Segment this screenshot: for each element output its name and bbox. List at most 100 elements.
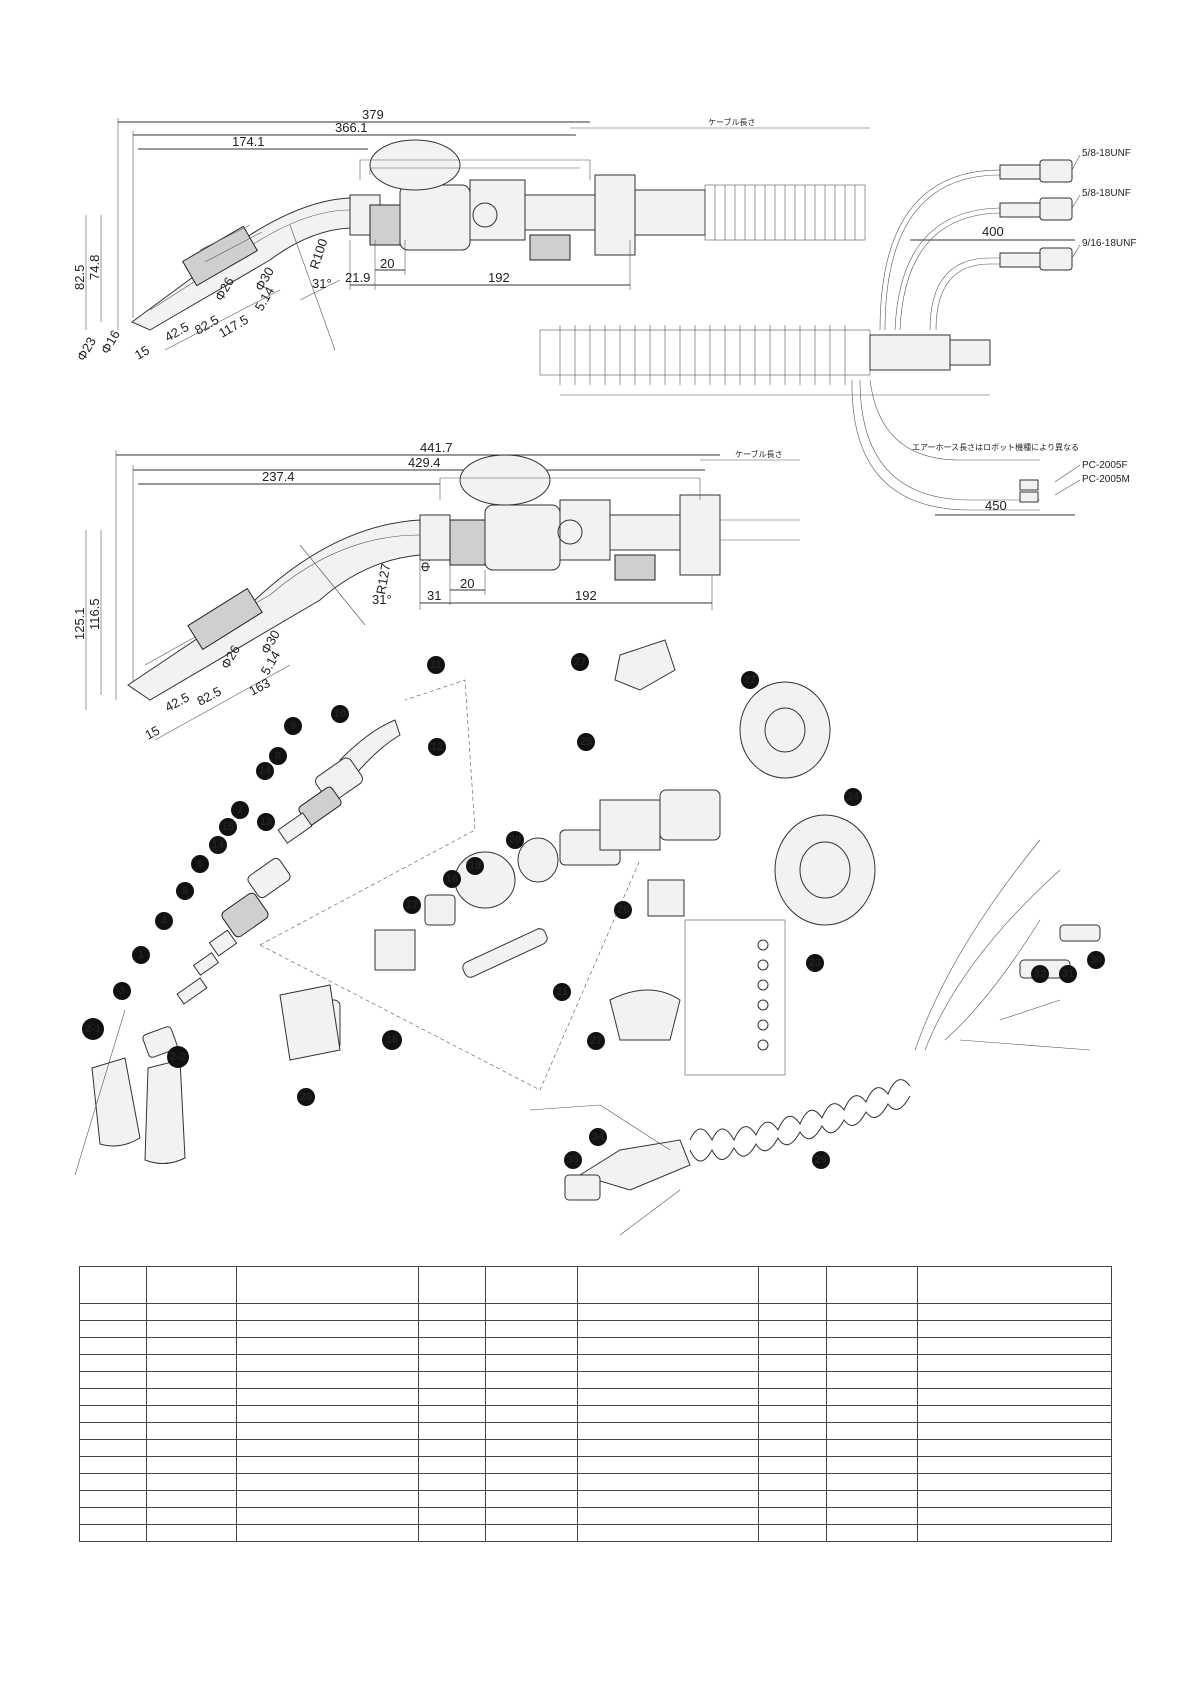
table-header-row — [79, 1266, 1112, 1304]
svg-text:10: 10 — [334, 708, 346, 720]
table-cell — [418, 1337, 486, 1355]
table-cell — [418, 1405, 486, 1423]
dim-height-b2: 116.5 — [87, 598, 102, 630]
table-cell — [917, 1405, 1112, 1423]
table-cell — [758, 1439, 827, 1457]
parts-table — [79, 1266, 1112, 1542]
connector-3: 9/16-18UNF — [1082, 238, 1136, 249]
table-cell — [79, 1422, 147, 1440]
table-cell — [146, 1422, 237, 1440]
table-cell — [917, 1266, 1112, 1304]
table-cell — [758, 1456, 827, 1474]
table-cell — [79, 1337, 147, 1355]
table-cell — [917, 1303, 1112, 1321]
table-cell — [485, 1490, 578, 1508]
table-cell — [146, 1354, 237, 1372]
table-cell — [79, 1266, 147, 1304]
dim-body: 366.1 — [335, 120, 368, 135]
svg-text:26: 26 — [300, 1091, 312, 1103]
table-cell — [236, 1303, 419, 1321]
table-cell — [79, 1473, 147, 1491]
svg-text:34: 34 — [592, 1131, 605, 1143]
table-cell — [485, 1354, 578, 1372]
table-row — [79, 1422, 1112, 1440]
table-cell — [577, 1337, 759, 1355]
callout-31: 31 — [1059, 965, 1077, 983]
table-cell — [236, 1524, 419, 1542]
table-cell — [826, 1507, 918, 1525]
table-cell — [758, 1388, 827, 1406]
cable-length-note-b: ケーブル長さ — [735, 449, 783, 459]
svg-text:15: 15 — [222, 821, 234, 833]
dim-nozzle-42-b: 42.5 — [162, 690, 191, 715]
callout-3: 3 — [113, 982, 131, 1000]
table-cell — [79, 1371, 147, 1389]
callout-14a: 14 — [256, 762, 274, 780]
table-cell — [917, 1388, 1112, 1406]
callout-26: 26 — [297, 1088, 315, 1106]
table-cell — [418, 1524, 486, 1542]
dim-body-length-b: 192 — [575, 588, 597, 603]
table-cell — [826, 1456, 918, 1474]
table-cell — [577, 1439, 759, 1457]
dim-angle: 31° — [312, 276, 332, 291]
table-cell — [418, 1371, 486, 1389]
table-cell — [146, 1507, 237, 1525]
table-cell — [146, 1524, 237, 1542]
callout-32: 32 — [1031, 965, 1049, 983]
table-cell — [485, 1405, 578, 1423]
table-cell — [236, 1371, 419, 1389]
table-row — [79, 1337, 1112, 1355]
svg-text:27: 27 — [574, 656, 586, 668]
table-cell — [79, 1490, 147, 1508]
table-row — [79, 1388, 1112, 1406]
table-cell — [418, 1490, 486, 1508]
table-cell — [146, 1439, 237, 1457]
table-cell — [418, 1473, 486, 1491]
callout-34: 34 — [589, 1128, 607, 1146]
table-row — [79, 1303, 1112, 1321]
dim-nozzle-15-b: 15 — [142, 723, 162, 743]
dim-radius: R100 — [307, 237, 331, 271]
callout-21: 21 — [553, 983, 571, 1001]
table-cell — [826, 1473, 918, 1491]
svg-text:21: 21 — [556, 986, 568, 998]
table-cell — [79, 1524, 147, 1542]
table-cell — [146, 1456, 237, 1474]
table-cell — [826, 1303, 918, 1321]
table-cell — [917, 1422, 1112, 1440]
bottom-side-view: 441.7 429.4 237.4 ケーブル長さ 125.1 116.5 R12… — [72, 440, 800, 743]
table-cell — [79, 1439, 147, 1457]
table-cell — [826, 1405, 918, 1423]
table-cell — [485, 1266, 578, 1304]
table-cell — [758, 1405, 827, 1423]
dim-cable-400: 400 — [982, 224, 1004, 239]
table-cell — [917, 1439, 1112, 1457]
svg-text:6: 6 — [197, 858, 203, 870]
table-cell — [826, 1524, 918, 1542]
table-cell — [758, 1303, 827, 1321]
svg-text:19: 19 — [469, 860, 481, 872]
table-row — [79, 1524, 1112, 1542]
table-cell — [146, 1337, 237, 1355]
table-cell — [146, 1490, 237, 1508]
table-cell — [418, 1439, 486, 1457]
svg-text:22: 22 — [744, 674, 756, 686]
table-cell — [418, 1266, 486, 1304]
callout-27b: 27 — [587, 1032, 605, 1050]
table-cell — [79, 1320, 147, 1338]
svg-text:16: 16 — [386, 1034, 398, 1046]
table-cell — [577, 1422, 759, 1440]
dim-tip-dia-2: Φ23 — [74, 334, 99, 363]
table-cell — [236, 1354, 419, 1372]
table-cell — [917, 1320, 1112, 1338]
table-cell — [236, 1266, 419, 1304]
table-cell — [485, 1337, 578, 1355]
svg-text:20: 20 — [509, 834, 521, 846]
svg-text:3: 3 — [119, 985, 125, 997]
dim-nozzle-5-14-b: 5.14 — [258, 648, 284, 677]
table-cell — [577, 1388, 759, 1406]
table-row — [79, 1439, 1112, 1457]
table-cell — [485, 1371, 578, 1389]
